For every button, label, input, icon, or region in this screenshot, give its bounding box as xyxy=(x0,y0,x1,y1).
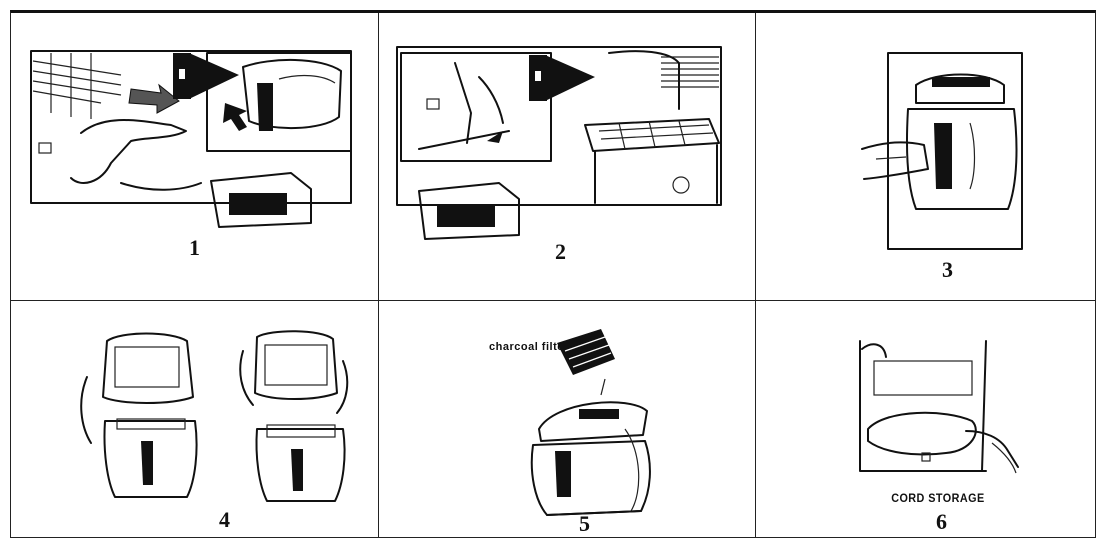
step-cell-5: charcoal filter 5 xyxy=(379,301,756,537)
step-number-1: 1 xyxy=(189,235,200,261)
lid-open-illustration xyxy=(11,301,379,541)
cord-storage-caption: CORD STORAGE xyxy=(891,491,984,505)
step-number-6: 6 xyxy=(936,509,947,535)
step-number-2: 2 xyxy=(555,239,566,265)
cord-storage-illustration xyxy=(756,301,1097,541)
fryer-front-illustration xyxy=(756,13,1097,301)
step-cell-6: CORD STORAGE 6 xyxy=(756,301,1095,537)
step-cell-2: 2 xyxy=(379,13,756,301)
step-grid: 1 xyxy=(10,10,1096,538)
step-cell-1: 1 xyxy=(11,13,379,301)
filter-insert-illustration xyxy=(379,301,756,541)
step-number-3: 3 xyxy=(942,257,953,283)
step-number-4: 4 xyxy=(219,507,230,533)
step-cell-3: 3 xyxy=(756,13,1095,301)
step-number-5: 5 xyxy=(579,511,590,537)
basket-hook-illustration xyxy=(379,13,756,301)
step-cell-4: 4 xyxy=(11,301,379,537)
